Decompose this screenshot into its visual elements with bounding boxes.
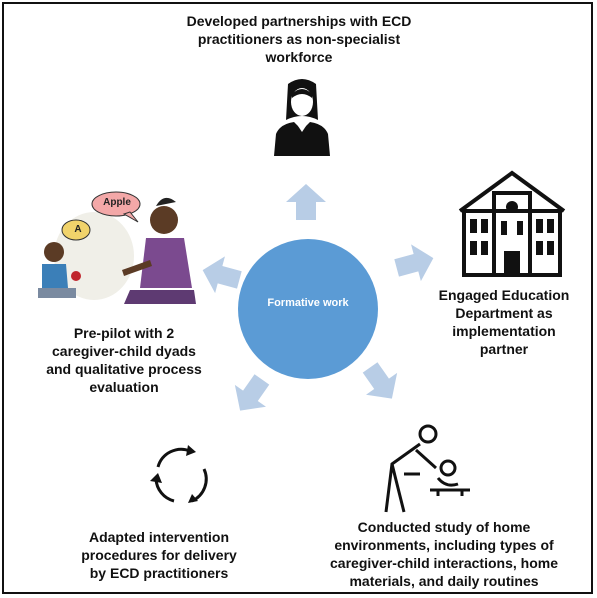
caregiver-child-illustration <box>38 191 196 304</box>
arrow-bottom-left <box>234 374 270 411</box>
bubble-letter-text: A <box>74 224 82 235</box>
node-bottom-right-label: Conducted study of home environments, in… <box>330 519 558 589</box>
node-right-label: Engaged Education Department as implemen… <box>438 287 570 357</box>
node-top-label: Developed partnerships with ECD practiti… <box>186 13 412 65</box>
woman-icon <box>274 79 330 156</box>
bubble-apple-text: Apple <box>103 197 131 208</box>
caregiver-diapering-icon <box>384 424 470 513</box>
cycle-arrows-icon <box>150 445 208 503</box>
center-label: Formative work <box>267 297 349 309</box>
node-left-label: Pre-pilot with 2 caregiver-child dyads a… <box>46 325 202 395</box>
arrow-up <box>286 184 326 220</box>
school-building-icon <box>458 170 566 277</box>
arrow-left <box>202 256 242 294</box>
node-bottom-left-label: Adapted intervention procedures for deli… <box>81 529 237 581</box>
arrow-bottom-right <box>362 362 398 399</box>
arrow-right <box>394 244 434 282</box>
center-circle <box>238 239 378 379</box>
